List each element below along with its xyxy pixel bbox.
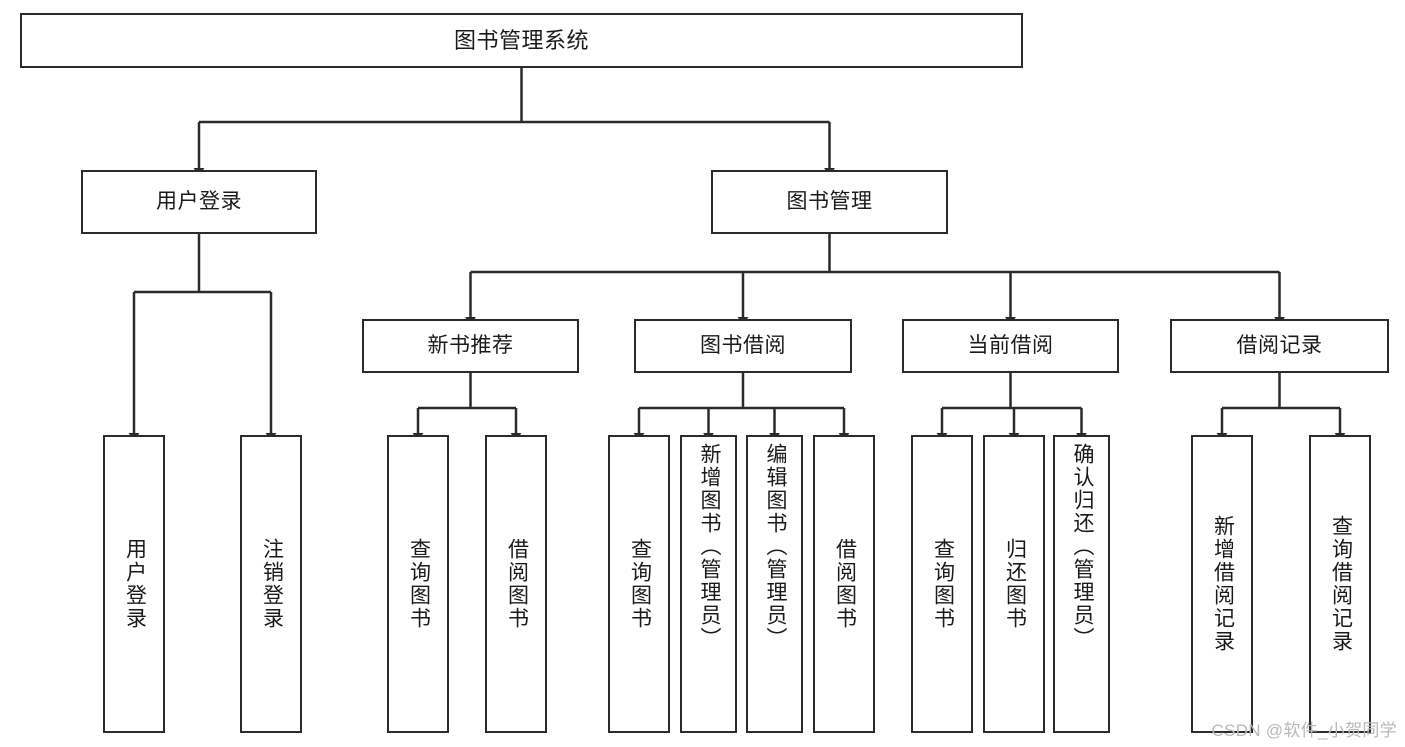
node-leaf-query-record[interactable]: 查询借阅记录 (1309, 435, 1371, 733)
node-label-root: 图书管理系统 (453, 27, 589, 53)
node-leaf-borrow-book-1[interactable]: 借阅图书 (485, 435, 547, 733)
node-leaf-query-book-1[interactable]: 查询图书 (387, 435, 449, 733)
node-label-newrec: 新书推荐 (427, 333, 514, 357)
watermark-label: CSDN @软件_小贺同学 (1211, 721, 1397, 740)
node-label-login: 用户登录 (156, 189, 242, 213)
node-label-current: 当前借阅 (967, 333, 1054, 357)
node-newrec[interactable]: 新书推荐 (362, 319, 579, 373)
node-leaf-add-record[interactable]: 新增借阅记录 (1191, 435, 1253, 733)
edge-paths (128, 68, 1346, 442)
node-label-leaf-add-book: 新增图书（管理员） (697, 443, 721, 650)
node-label-leaf-user-logout: 注销登录 (260, 538, 284, 630)
node-label-leaf-return-book: 归还图书 (1003, 538, 1027, 630)
node-borrow[interactable]: 图书借阅 (634, 319, 852, 373)
node-label-leaf-borrow-book-1: 借阅图书 (505, 538, 529, 630)
node-root[interactable]: 图书管理系统 (20, 13, 1023, 68)
node-login[interactable]: 用户登录 (81, 170, 317, 234)
node-label-bookmgmt: 图书管理 (786, 189, 873, 213)
node-leaf-user-logout[interactable]: 注销登录 (240, 435, 302, 733)
node-label-leaf-edit-book: 编辑图书（管理员） (763, 443, 787, 650)
node-leaf-return-book[interactable]: 归还图书 (983, 435, 1045, 733)
node-leaf-add-book[interactable]: 新增图书（管理员） (680, 435, 737, 733)
node-label-borrow: 图书借阅 (700, 333, 786, 357)
node-leaf-query-book-3[interactable]: 查询图书 (911, 435, 973, 733)
node-label-leaf-borrow-book-2: 借阅图书 (833, 538, 857, 630)
node-leaf-edit-book[interactable]: 编辑图书（管理员） (746, 435, 803, 733)
node-label-records: 借阅记录 (1236, 333, 1323, 357)
node-bookmgmt[interactable]: 图书管理 (711, 170, 948, 234)
node-leaf-user-login[interactable]: 用户登录 (103, 435, 165, 733)
node-label-leaf-user-login: 用户登录 (123, 538, 147, 630)
node-label-leaf-confirm-return: 确认归还（管理员） (1070, 443, 1094, 650)
node-leaf-query-book-2[interactable]: 查询图书 (608, 435, 670, 733)
node-current[interactable]: 当前借阅 (902, 319, 1119, 373)
node-label-leaf-query-book-1: 查询图书 (407, 538, 431, 630)
node-label-leaf-query-book-3: 查询图书 (931, 538, 955, 630)
node-label-leaf-query-record: 查询借阅记录 (1329, 515, 1353, 653)
node-leaf-confirm-return[interactable]: 确认归还（管理员） (1053, 435, 1110, 733)
node-label-leaf-add-record: 新增借阅记录 (1211, 515, 1235, 653)
node-records[interactable]: 借阅记录 (1170, 319, 1389, 373)
node-leaf-borrow-book-2[interactable]: 借阅图书 (813, 435, 875, 733)
node-label-leaf-query-book-2: 查询图书 (628, 538, 652, 630)
